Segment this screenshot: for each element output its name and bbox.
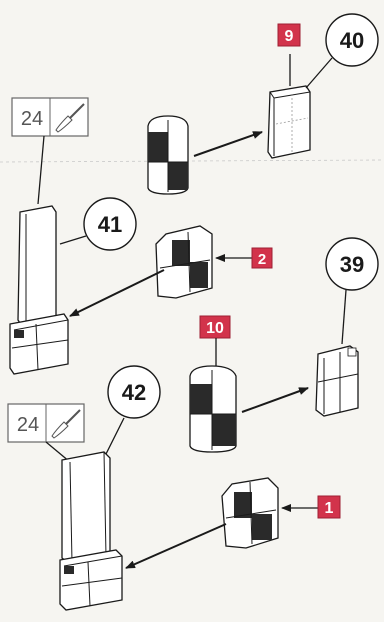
svg-text:39: 39 <box>340 252 364 277</box>
decal-2 <box>156 226 212 298</box>
leader-part-40 <box>306 58 332 88</box>
leader-part-42 <box>104 418 124 458</box>
leader-part-41 <box>60 236 86 244</box>
part-41-panel <box>10 206 68 374</box>
part-42-panel <box>60 452 122 610</box>
arrow-decal-2-to-part-41 <box>70 270 164 316</box>
decal-9 <box>148 116 188 194</box>
arrow-decal-10-to-part-39 <box>242 388 308 412</box>
step-badge-9: 9 <box>278 24 300 46</box>
fold-line <box>0 160 384 162</box>
arrow-decal-9-to-part-40 <box>194 132 262 156</box>
paint-ref-1: 24 <box>12 98 88 136</box>
part-number-41: 41 <box>84 198 136 250</box>
decal-10 <box>190 366 236 452</box>
decal-1 <box>222 478 278 548</box>
step-badge-2: 2 <box>252 248 272 268</box>
leader-paint-ref-1 <box>38 136 44 204</box>
part-number-42: 42 <box>108 366 160 418</box>
svg-text:10: 10 <box>206 320 224 337</box>
step-badge-1: 1 <box>318 496 340 518</box>
svg-text:9: 9 <box>285 28 294 45</box>
part-39-panel <box>316 346 358 416</box>
part-40-panel <box>268 86 310 158</box>
arrow-decal-1-to-part-42 <box>126 524 226 568</box>
svg-text:40: 40 <box>340 28 364 53</box>
svg-text:24: 24 <box>21 108 43 130</box>
svg-text:24: 24 <box>17 414 39 436</box>
step-badge-10: 10 <box>200 316 230 338</box>
leader-part-39 <box>342 290 346 344</box>
paint-ref-2: 24 <box>8 404 84 442</box>
part-number-40: 40 <box>326 14 378 66</box>
svg-text:42: 42 <box>122 380 146 405</box>
part-number-39: 39 <box>326 238 378 290</box>
svg-text:2: 2 <box>258 251 266 268</box>
svg-text:41: 41 <box>98 212 122 237</box>
svg-text:1: 1 <box>325 500 334 517</box>
